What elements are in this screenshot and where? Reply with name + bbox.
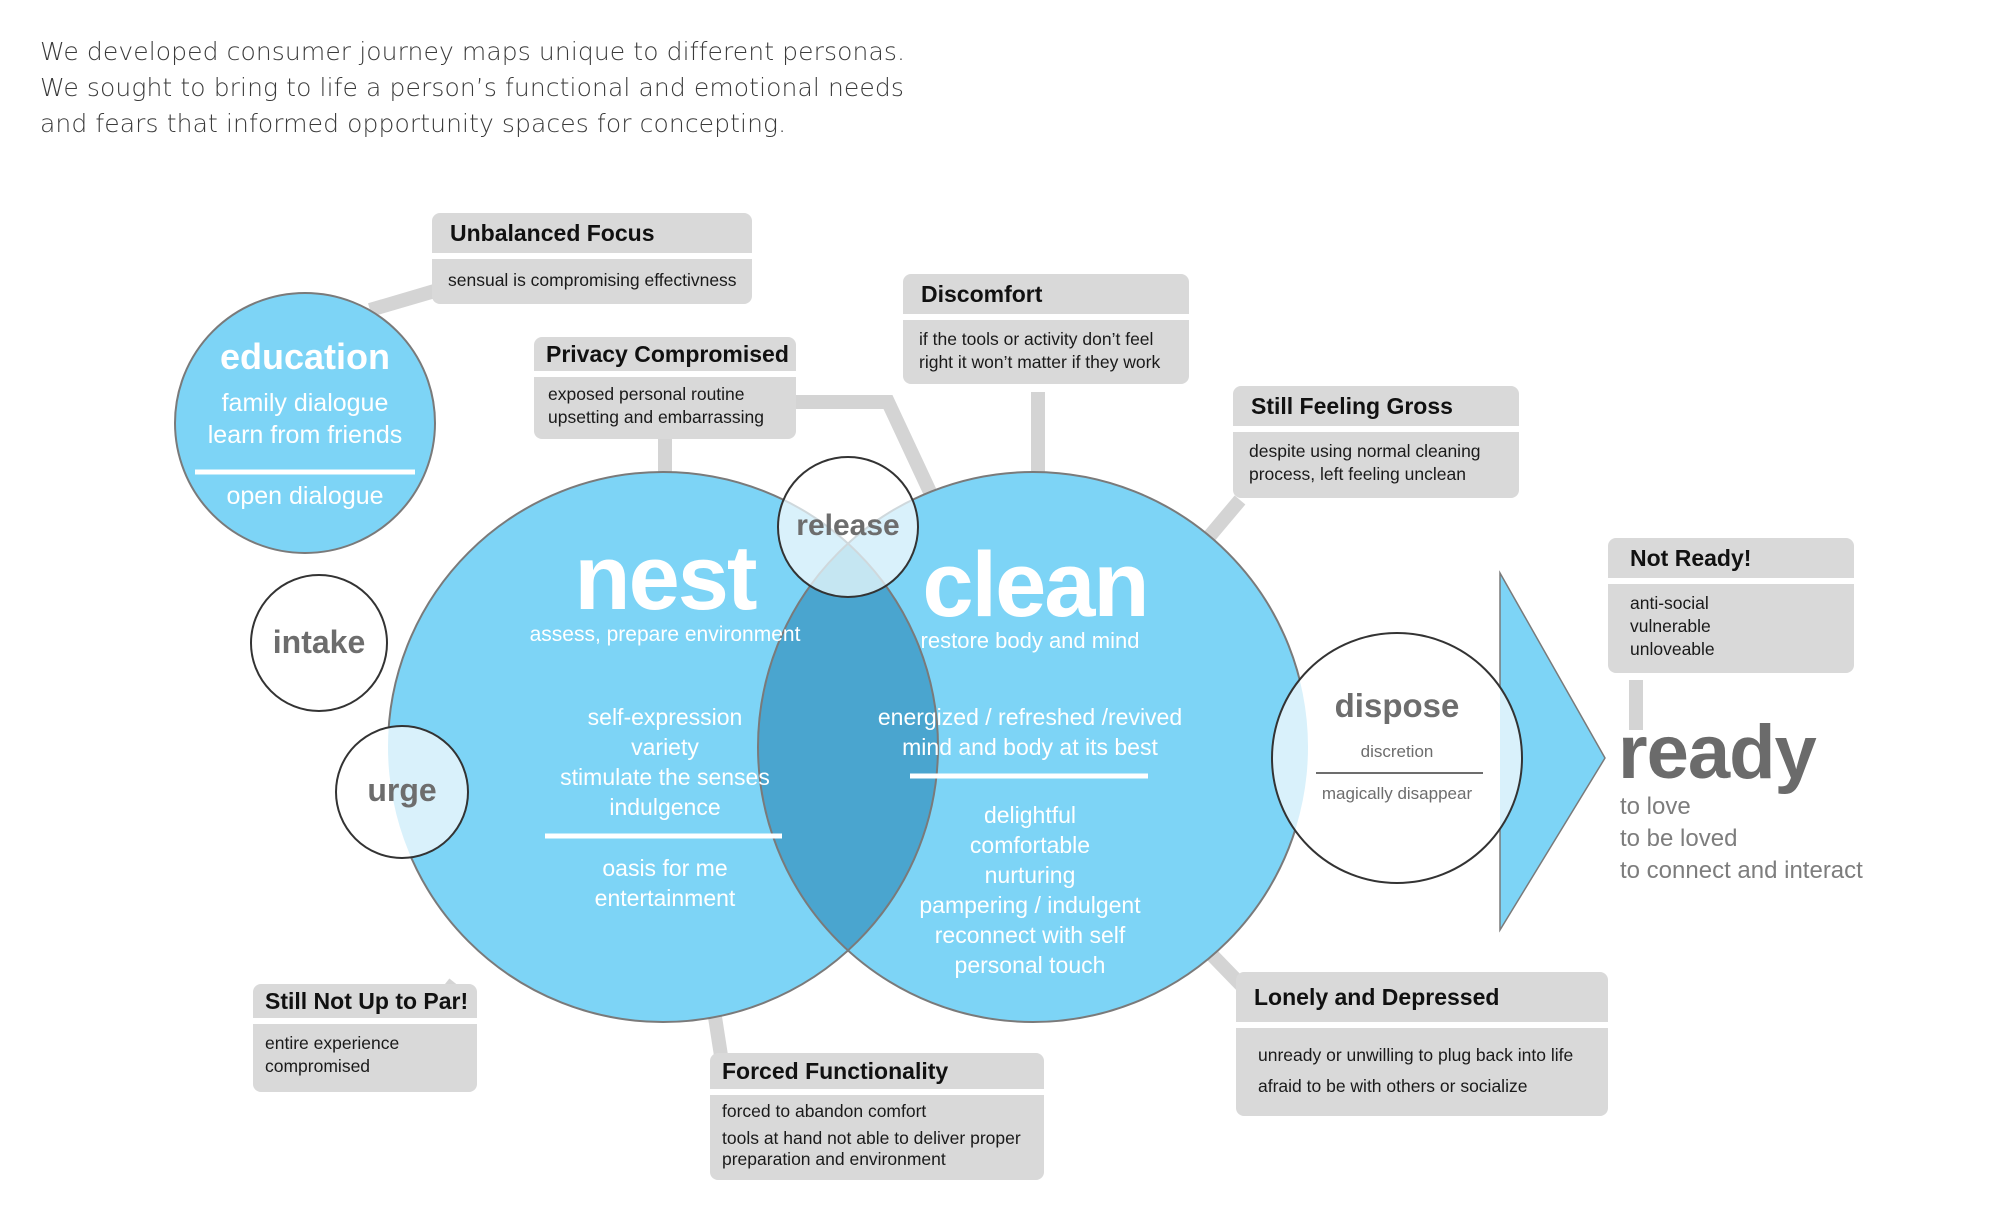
- nest-subtitle: assess, prepare environment: [529, 623, 801, 646]
- urge-circle-outline: [335, 725, 469, 859]
- callout-line: entire experience: [265, 1033, 400, 1053]
- education-circle: [174, 292, 436, 554]
- intro-paragraph: We developed consumer journey maps uniqu…: [40, 34, 905, 142]
- callout-unbalanced-focus: Unbalanced Focus sensual is compromising…: [432, 213, 752, 304]
- dispose-title: dispose: [1334, 687, 1460, 724]
- callout-line: right it won’t matter if they work: [919, 352, 1161, 372]
- nest-emotional: oasis for me: [602, 855, 728, 881]
- intake-circle: [250, 574, 388, 712]
- nest-need: self-expression: [587, 704, 743, 730]
- release-circle-outline: [777, 456, 919, 598]
- education-line: family dialogue: [221, 389, 389, 417]
- callout-title: Still Feeling Gross: [1233, 386, 1519, 426]
- callout-forced-functionality: Forced Functionality forced to abandon c…: [710, 1053, 1044, 1180]
- clean-subtitle: restore body and mind: [920, 628, 1140, 653]
- callout-body: entire experience compromised: [253, 1024, 477, 1092]
- callout-title: Not Ready!: [1608, 538, 1854, 578]
- callout-line: afraid to be with others or socialize: [1258, 1076, 1528, 1096]
- callout-still-not-up-to-par: Still Not Up to Par! entire experience c…: [253, 984, 477, 1092]
- nest-need: variety: [631, 734, 699, 760]
- callout-body: if the tools or activity don’t feel righ…: [903, 320, 1189, 384]
- nest-clean-overlap: [758, 472, 938, 1022]
- nest-need: stimulate the senses: [560, 764, 770, 790]
- callout-line: preparation and environment: [722, 1149, 946, 1169]
- education-title: education: [219, 336, 390, 377]
- callout-line: despite using normal cleaning: [1249, 441, 1481, 461]
- callout-line: process, left feeling unclean: [1249, 464, 1466, 484]
- callout-title: Discomfort: [903, 274, 1189, 314]
- connector-still-feeling-gross: [1202, 495, 1246, 543]
- callout-body: exposed personal routine upsetting and e…: [534, 377, 796, 439]
- nest-emotional: entertainment: [594, 885, 736, 911]
- callout-body: sensual is compromising effectivness: [432, 259, 752, 304]
- urge-title: urge: [367, 772, 437, 808]
- release-title: release: [796, 509, 900, 542]
- callout-line: upsetting and embarrassing: [548, 407, 764, 427]
- ready-title: ready: [1618, 710, 1817, 795]
- callout-title: Still Not Up to Par!: [253, 984, 477, 1018]
- callout-title: Forced Functionality: [710, 1053, 1044, 1089]
- callout-line: tools at hand not able to deliver proper: [722, 1128, 1021, 1148]
- intro-line: We developed consumer journey maps uniqu…: [40, 37, 906, 66]
- clean-need: mind and body at its best: [902, 734, 1158, 760]
- callout-line: if the tools or activity don’t feel: [919, 329, 1154, 349]
- clean-emotional: delightful: [983, 802, 1077, 828]
- callout-line: sensual is compromising effectivness: [448, 270, 737, 290]
- clean-emotional: reconnect with self: [934, 922, 1126, 948]
- clean-need: energized / refreshed /revived: [877, 704, 1183, 730]
- nest-title: nest: [574, 527, 757, 629]
- nest-need: indulgence: [609, 794, 721, 820]
- callout-line: anti-social: [1630, 593, 1709, 613]
- education-footer: open dialogue: [226, 482, 384, 510]
- clean-emotional: comfortable: [969, 832, 1091, 858]
- callout-line: exposed personal routine: [548, 384, 745, 404]
- dispose-emotional: magically disappear: [1321, 784, 1473, 803]
- callout-line: unloveable: [1630, 639, 1715, 659]
- callout-body: anti-social vulnerable unloveable: [1608, 584, 1854, 673]
- callout-line: compromised: [265, 1056, 371, 1076]
- ready-line: to be loved: [1620, 825, 1738, 852]
- callout-still-feeling-gross: Still Feeling Gross despite using normal…: [1233, 386, 1519, 498]
- clean-emotional: nurturing: [984, 862, 1076, 888]
- callout-privacy-compromised: Privacy Compromised exposed personal rou…: [534, 337, 796, 439]
- dispose-need: discretion: [1360, 742, 1434, 761]
- ready-line: to connect and interact: [1620, 857, 1863, 884]
- clean-emotional: pampering / indulgent: [919, 892, 1141, 918]
- callout-discomfort: Discomfort if the tools or activity don’…: [903, 274, 1189, 384]
- callout-not-ready: Not Ready! anti-social vulnerable unlove…: [1608, 538, 1854, 673]
- callout-title: Unbalanced Focus: [432, 213, 752, 253]
- ready-line: to love: [1620, 793, 1691, 820]
- callout-body: despite using normal cleaning process, l…: [1233, 432, 1519, 498]
- education-line: learn from friends: [207, 421, 403, 449]
- dispose-circle-outline: [1271, 632, 1523, 884]
- intro-line: and fears that informed opportunity spac…: [40, 109, 787, 138]
- connector-unbalanced-focus: [368, 283, 440, 317]
- callout-body: unready or unwilling to plug back into l…: [1236, 1028, 1608, 1116]
- connector-privacy-to-clean: [795, 395, 937, 495]
- clean-title: clean: [922, 534, 1149, 636]
- callout-title: Privacy Compromised: [534, 337, 796, 371]
- intake-title: intake: [272, 624, 366, 660]
- callout-line: forced to abandon comfort: [722, 1101, 927, 1121]
- dispose-circle: [1272, 633, 1522, 883]
- clean-emotional: personal touch: [954, 952, 1106, 978]
- callout-lonely-and-depressed: Lonely and Depressed unready or unwillin…: [1236, 972, 1608, 1116]
- callout-title: Lonely and Depressed: [1236, 972, 1608, 1022]
- callout-line: vulnerable: [1630, 616, 1711, 636]
- callout-line: unready or unwilling to plug back into l…: [1258, 1045, 1574, 1065]
- callout-body: forced to abandon comfort tools at hand …: [710, 1095, 1044, 1180]
- intro-line: We sought to bring to life a person’s fu…: [40, 73, 904, 102]
